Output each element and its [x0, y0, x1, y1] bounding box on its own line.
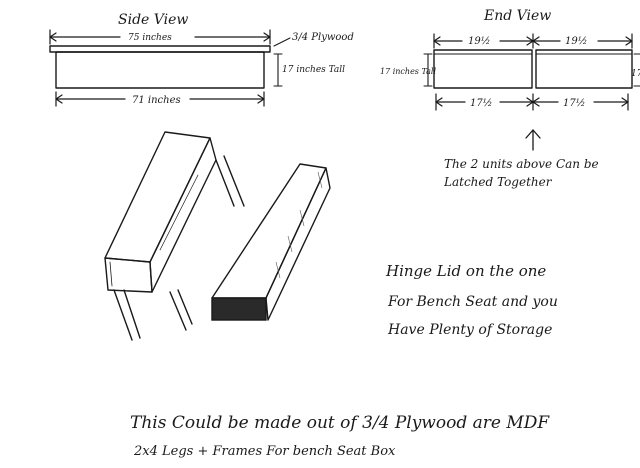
- end-unit-left: [433, 49, 533, 89]
- end-bottom-dimensions: [435, 93, 629, 111]
- side-material-label: 3/4 Plywood: [292, 32, 354, 43]
- end-right-height-dimension: [633, 53, 640, 87]
- side-top-dimension: [49, 29, 271, 45]
- side-view-title: Side View: [118, 12, 188, 28]
- end-left-height-dimension: [423, 53, 433, 87]
- hinge-note-line1: Hinge Lid on the one: [385, 262, 546, 280]
- storage-box-hatching: [275, 171, 323, 279]
- end-note-line1: The 2 units above Can be: [444, 157, 599, 171]
- side-top-width-label: 75 inches: [128, 33, 172, 43]
- footer-line1: This Could be made out of 3/4 Plywood ar…: [130, 413, 550, 433]
- end-top-left-width: 19½: [468, 36, 490, 47]
- material-pointer: [273, 37, 291, 47]
- end-left-height-label: 17 inches Tall: [380, 67, 436, 76]
- end-unit-right: [535, 49, 633, 89]
- end-top-right-width: 19½: [565, 36, 587, 47]
- storage-box-sketch: [211, 163, 331, 321]
- hinge-note: Hinge Lid on the one For Bench Seat and …: [385, 262, 558, 338]
- end-note-line2: Latched Together: [443, 175, 553, 189]
- end-bottom-right-width: 17½: [563, 98, 585, 109]
- side-box-body: [55, 51, 265, 89]
- bench-seat-sketch: [104, 131, 245, 341]
- up-arrow-icon: [525, 129, 541, 151]
- side-plywood-top: [49, 45, 271, 53]
- end-view: End View 19½ 19½ 17 inches Tall: [380, 8, 640, 189]
- side-height-label: 17 inches Tall: [282, 65, 345, 75]
- end-right-height-label: 17: [631, 69, 640, 79]
- side-bottom-dimension: [55, 91, 265, 107]
- end-bottom-left-width: 17½: [470, 98, 492, 109]
- footer-notes: This Could be made out of 3/4 Plywood ar…: [130, 413, 550, 459]
- end-top-dimensions: [433, 33, 633, 49]
- storage-box-end-grain: [211, 297, 267, 321]
- side-height-dimension: [273, 53, 283, 87]
- end-view-title: End View: [483, 8, 551, 24]
- side-bottom-width-label: 71 inches: [132, 95, 181, 106]
- hinge-note-line2: For Bench Seat and you: [387, 294, 558, 310]
- hinge-note-line3: Have Plenty of Storage: [387, 322, 552, 338]
- side-view: Side View 75 inches 3/4 Plywood 17 inche…: [49, 12, 354, 107]
- footer-line2: 2x4 Legs + Frames For bench Seat Box: [133, 444, 396, 459]
